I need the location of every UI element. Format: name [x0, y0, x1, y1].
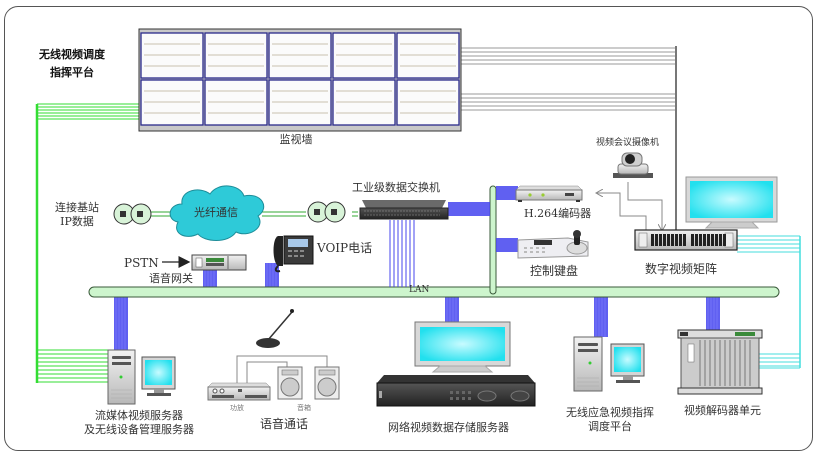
switch-icon [359, 200, 449, 220]
speaker-left-icon [277, 366, 303, 400]
voip-phone-icon [273, 235, 314, 273]
base-station-line-2: IP数据 [60, 215, 94, 228]
base-station-line-1: 连接基站 [55, 201, 99, 214]
streaming-server-icon [107, 349, 176, 405]
video-wall-label: 监视墙 [279, 133, 313, 146]
base-station-label: 连接基站 IP数据 [42, 201, 112, 229]
video-wall-screen [268, 32, 332, 79]
router-left-icon [113, 203, 152, 225]
streaming-server-line-1: 流媒体视频服务器 [95, 409, 183, 422]
lan-vertical-bus [489, 185, 497, 295]
matrix-label: 数字视频矩阵 [645, 262, 718, 276]
nvr-monitor-icon [414, 321, 511, 373]
camera-cables [597, 182, 662, 232]
dispatch-pc-icon [573, 336, 645, 392]
switch-cables [389, 220, 415, 287]
video-wall-screen [140, 79, 204, 126]
amplifier-icon [207, 382, 271, 401]
video-wall [138, 28, 462, 132]
matrix-monitor-icon [685, 176, 778, 229]
decoder-label: 视频解码器单元 [684, 404, 761, 417]
encoder-link [496, 186, 518, 200]
conference-camera-icon [613, 152, 653, 178]
microphone-icon [256, 309, 294, 348]
lan-drop-cable [114, 290, 128, 350]
video-wall-screen [204, 79, 268, 126]
streaming-server-line-2: 及无线设备管理服务器 [84, 423, 194, 436]
lan-drop-cable [594, 290, 608, 337]
cyan-cables [737, 235, 801, 369]
video-wall-screen [140, 32, 204, 79]
video-matrix-icon [634, 229, 738, 251]
switch-uplink [448, 202, 490, 216]
voip-label: VOIP电话 [317, 241, 373, 255]
router-right-icon [307, 201, 346, 223]
lan-label: LAN [409, 285, 430, 295]
keyboard-label: 控制键盘 [530, 264, 579, 278]
nvr-recorder-icon [376, 375, 536, 407]
speakers-label: 音箱 [297, 404, 311, 412]
switch-label: 工业级数据交换机 [352, 181, 440, 194]
pstn-label: PSTN [124, 256, 159, 270]
video-wall-screen [396, 32, 460, 79]
speaker-right-icon [314, 366, 340, 400]
title-line-1: 无线视频调度 [39, 48, 105, 61]
streaming-server-label: 流媒体视频服务器 及无线设备管理服务器 [72, 409, 206, 437]
voice-gateway-label: 语音网关 [149, 272, 193, 285]
platform-title: 无线视频调度 指挥平台 [12, 46, 132, 82]
video-wall-screen [396, 79, 460, 126]
nvr-label: 网络视频数据存储服务器 [388, 421, 509, 434]
camera-label: 视频会议摄像机 [596, 138, 660, 148]
voice-gateway-icon [191, 254, 247, 271]
audio-cables [236, 355, 328, 386]
video-wall-screen [204, 32, 268, 79]
green-cables [35, 103, 140, 383]
video-wall-screen [268, 79, 332, 126]
video-wall-screen [332, 32, 396, 79]
fiber-label: 光纤通信 [194, 206, 238, 219]
voice-call-label: 语音通话 [260, 417, 309, 431]
video-decoder-icon [677, 329, 763, 395]
fiber-cloud [169, 185, 265, 241]
amplifier-label: 功放 [230, 404, 244, 412]
lan-drop-cable [445, 297, 459, 322]
wall-to-matrix-cables [461, 46, 677, 230]
dispatch-platform-label: 无线应急视频指挥 调度平台 [562, 406, 658, 434]
keyboard-link [496, 238, 518, 252]
encoder-label: H.264编码器 [524, 207, 592, 220]
h264-encoder-icon [515, 185, 583, 202]
control-keyboard-icon [517, 230, 589, 259]
dispatch-line-2: 调度平台 [588, 420, 632, 433]
title-line-2: 指挥平台 [50, 66, 94, 79]
video-wall-screen [332, 79, 396, 126]
lan-bus [88, 286, 780, 298]
diagram-frame [4, 6, 813, 451]
dispatch-line-1: 无线应急视频指挥 [566, 406, 654, 419]
